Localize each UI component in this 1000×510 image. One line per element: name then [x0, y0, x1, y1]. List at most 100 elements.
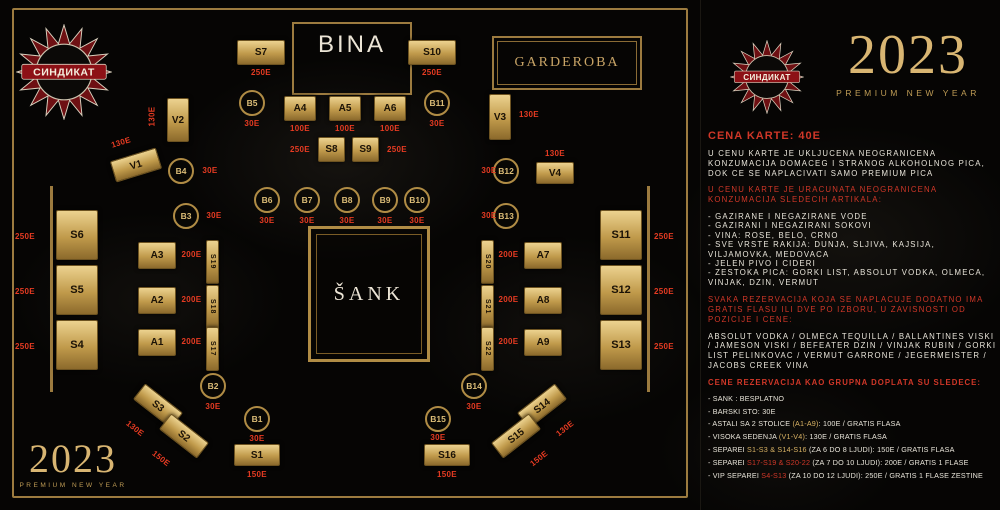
- tagline-text: PREMIUM NEW YEAR: [836, 88, 980, 98]
- price-S16: 150E: [437, 470, 457, 479]
- table-A6[interactable]: A6: [374, 96, 406, 121]
- price-B4: 30E: [202, 166, 218, 175]
- table-S18[interactable]: S18: [206, 285, 219, 329]
- year-badge-right: 2023 PREMIUM NEW YEAR: [824, 26, 992, 98]
- svg-text:СИНДИКАТ: СИНДИКАТ: [33, 67, 95, 79]
- table-V3[interactable]: V3: [489, 94, 511, 140]
- fee-line: - ASTALI SA 2 STOLICE (A1-A9): 100E / GR…: [708, 419, 901, 429]
- price-V4: 130E: [545, 149, 565, 158]
- table-B3[interactable]: B3: [173, 203, 199, 229]
- fee-line: - VISOKA SEDENJA (V1-V4): 130E / GRATIS …: [708, 432, 888, 442]
- table-V2[interactable]: V2: [167, 98, 189, 142]
- table-B14[interactable]: B14: [461, 373, 487, 399]
- price-B9: 30E: [377, 216, 393, 225]
- garderoba-area: GARDEROBA: [492, 36, 642, 90]
- table-B9[interactable]: B9: [372, 187, 398, 213]
- table-A1[interactable]: A1: [138, 329, 176, 356]
- table-B6[interactable]: B6: [254, 187, 280, 213]
- table-S1[interactable]: S1: [234, 444, 280, 466]
- wall-line-right: [647, 186, 650, 392]
- ticket-includes-paragraph: U CENU KARTE JE UKLJUCENA NEOGRANICENA K…: [708, 149, 986, 178]
- table-A7[interactable]: A7: [524, 242, 562, 269]
- included-item: - JELEN PIVO I CIDERI: [708, 259, 816, 269]
- floor-plan-border: [12, 8, 688, 498]
- table-B10[interactable]: B10: [404, 187, 430, 213]
- table-A2[interactable]: A2: [138, 287, 176, 314]
- table-A5[interactable]: A5: [329, 96, 361, 121]
- price-A5: 100E: [335, 124, 355, 133]
- fee-line: - VIP SEPAREI S4-S13 (ZA 10 DO 12 LJUDI)…: [708, 470, 984, 480]
- included-items-list: - GAZIRANE I NEGAZIRANE VODE- GAZIRANI I…: [708, 212, 998, 287]
- table-B5[interactable]: B5: [239, 90, 265, 116]
- fee-line: - SANK : BESPLATNO: [708, 393, 785, 403]
- included-item: - ZESTOKA PICA: GORKI LIST, ABSOLUT VODK…: [708, 268, 986, 287]
- tagline-text: PREMIUM NEW YEAR: [19, 482, 127, 489]
- price-B11: 30E: [429, 119, 445, 128]
- price-B10: 30E: [409, 216, 425, 225]
- table-V4[interactable]: V4: [536, 162, 574, 184]
- table-B1[interactable]: B1: [244, 406, 270, 432]
- table-A9[interactable]: A9: [524, 329, 562, 356]
- year-text: 2023: [29, 436, 117, 481]
- table-B12[interactable]: B12: [493, 158, 519, 184]
- table-S17[interactable]: S17: [206, 327, 219, 371]
- table-S6[interactable]: S6: [56, 210, 98, 260]
- table-S19[interactable]: S19: [206, 240, 219, 284]
- included-items-heading: U CENU KARTE JE URACUNATA NEOGRANICENA K…: [708, 185, 937, 205]
- price-B12: 30E: [481, 166, 497, 175]
- table-S4[interactable]: S4: [56, 320, 98, 370]
- table-S9[interactable]: S9: [352, 137, 379, 162]
- price-A1: 200E: [181, 337, 202, 346]
- table-S21[interactable]: S21: [481, 285, 494, 329]
- price-S9: 250E: [387, 145, 407, 154]
- table-S20[interactable]: S20: [481, 240, 494, 284]
- price-A7: 200E: [498, 250, 519, 259]
- table-B13[interactable]: B13: [493, 203, 519, 229]
- price-B3: 30E: [206, 211, 222, 220]
- fees-heading: CENE REZERVACIJA KAO GRUPNA DOPLATA SU S…: [708, 377, 981, 387]
- price-A4: 100E: [290, 124, 310, 133]
- table-A3[interactable]: A3: [138, 242, 176, 269]
- table-B2[interactable]: B2: [200, 373, 226, 399]
- garderoba-label: GARDEROBA: [514, 55, 620, 70]
- table-S22[interactable]: S22: [481, 327, 494, 371]
- table-B7[interactable]: B7: [294, 187, 320, 213]
- price-B2: 30E: [205, 402, 221, 411]
- price-S12: 250E: [654, 287, 674, 296]
- included-item: - GAZIRANI I NEGAZIRANI SOKOVI: [708, 221, 872, 231]
- price-V3: 130E: [519, 110, 539, 119]
- table-B15[interactable]: B15: [425, 406, 451, 432]
- price-B14: 30E: [466, 402, 482, 411]
- price-A8: 200E: [498, 295, 519, 304]
- table-S16[interactable]: S16: [424, 444, 470, 466]
- table-S13[interactable]: S13: [600, 320, 642, 370]
- table-S8[interactable]: S8: [318, 137, 345, 162]
- bar-sank: ŠANK: [308, 226, 430, 362]
- table-B8[interactable]: B8: [334, 187, 360, 213]
- pricing-info: CENA KARTE: 40E U CENU KARTE JE UKLJUCEN…: [708, 130, 998, 482]
- price-S11: 250E: [654, 232, 674, 241]
- table-S11[interactable]: S11: [600, 210, 642, 260]
- price-A3: 200E: [181, 250, 202, 259]
- table-S12[interactable]: S12: [600, 265, 642, 315]
- year-text: 2023: [848, 24, 968, 86]
- table-A8[interactable]: A8: [524, 287, 562, 314]
- price-A6: 100E: [380, 124, 400, 133]
- bar-label: ŠANK: [333, 282, 405, 305]
- stage-bina: BINA: [292, 22, 412, 95]
- table-B11[interactable]: B11: [424, 90, 450, 116]
- price-B1: 30E: [249, 434, 265, 443]
- price-B5: 30E: [244, 119, 260, 128]
- price-S6: 250E: [15, 232, 35, 241]
- table-S5[interactable]: S5: [56, 265, 98, 315]
- table-S7[interactable]: S7: [237, 40, 285, 65]
- sindikat-logo: СИНДИКАТ: [15, 23, 113, 121]
- table-A4[interactable]: A4: [284, 96, 316, 121]
- table-B4[interactable]: B4: [168, 158, 194, 184]
- price-B8: 30E: [339, 216, 355, 225]
- table-S10[interactable]: S10: [408, 40, 456, 65]
- fee-line: - BARSKI STO: 30E: [708, 406, 776, 416]
- gratis-paragraph: SVAKA REZERVACIJA KOJA SE NAPLACUJE DODA…: [708, 295, 984, 324]
- price-B7: 30E: [299, 216, 315, 225]
- fees-list: - SANK : BESPLATNO - BARSKI STO: 30E - AST…: [708, 393, 998, 483]
